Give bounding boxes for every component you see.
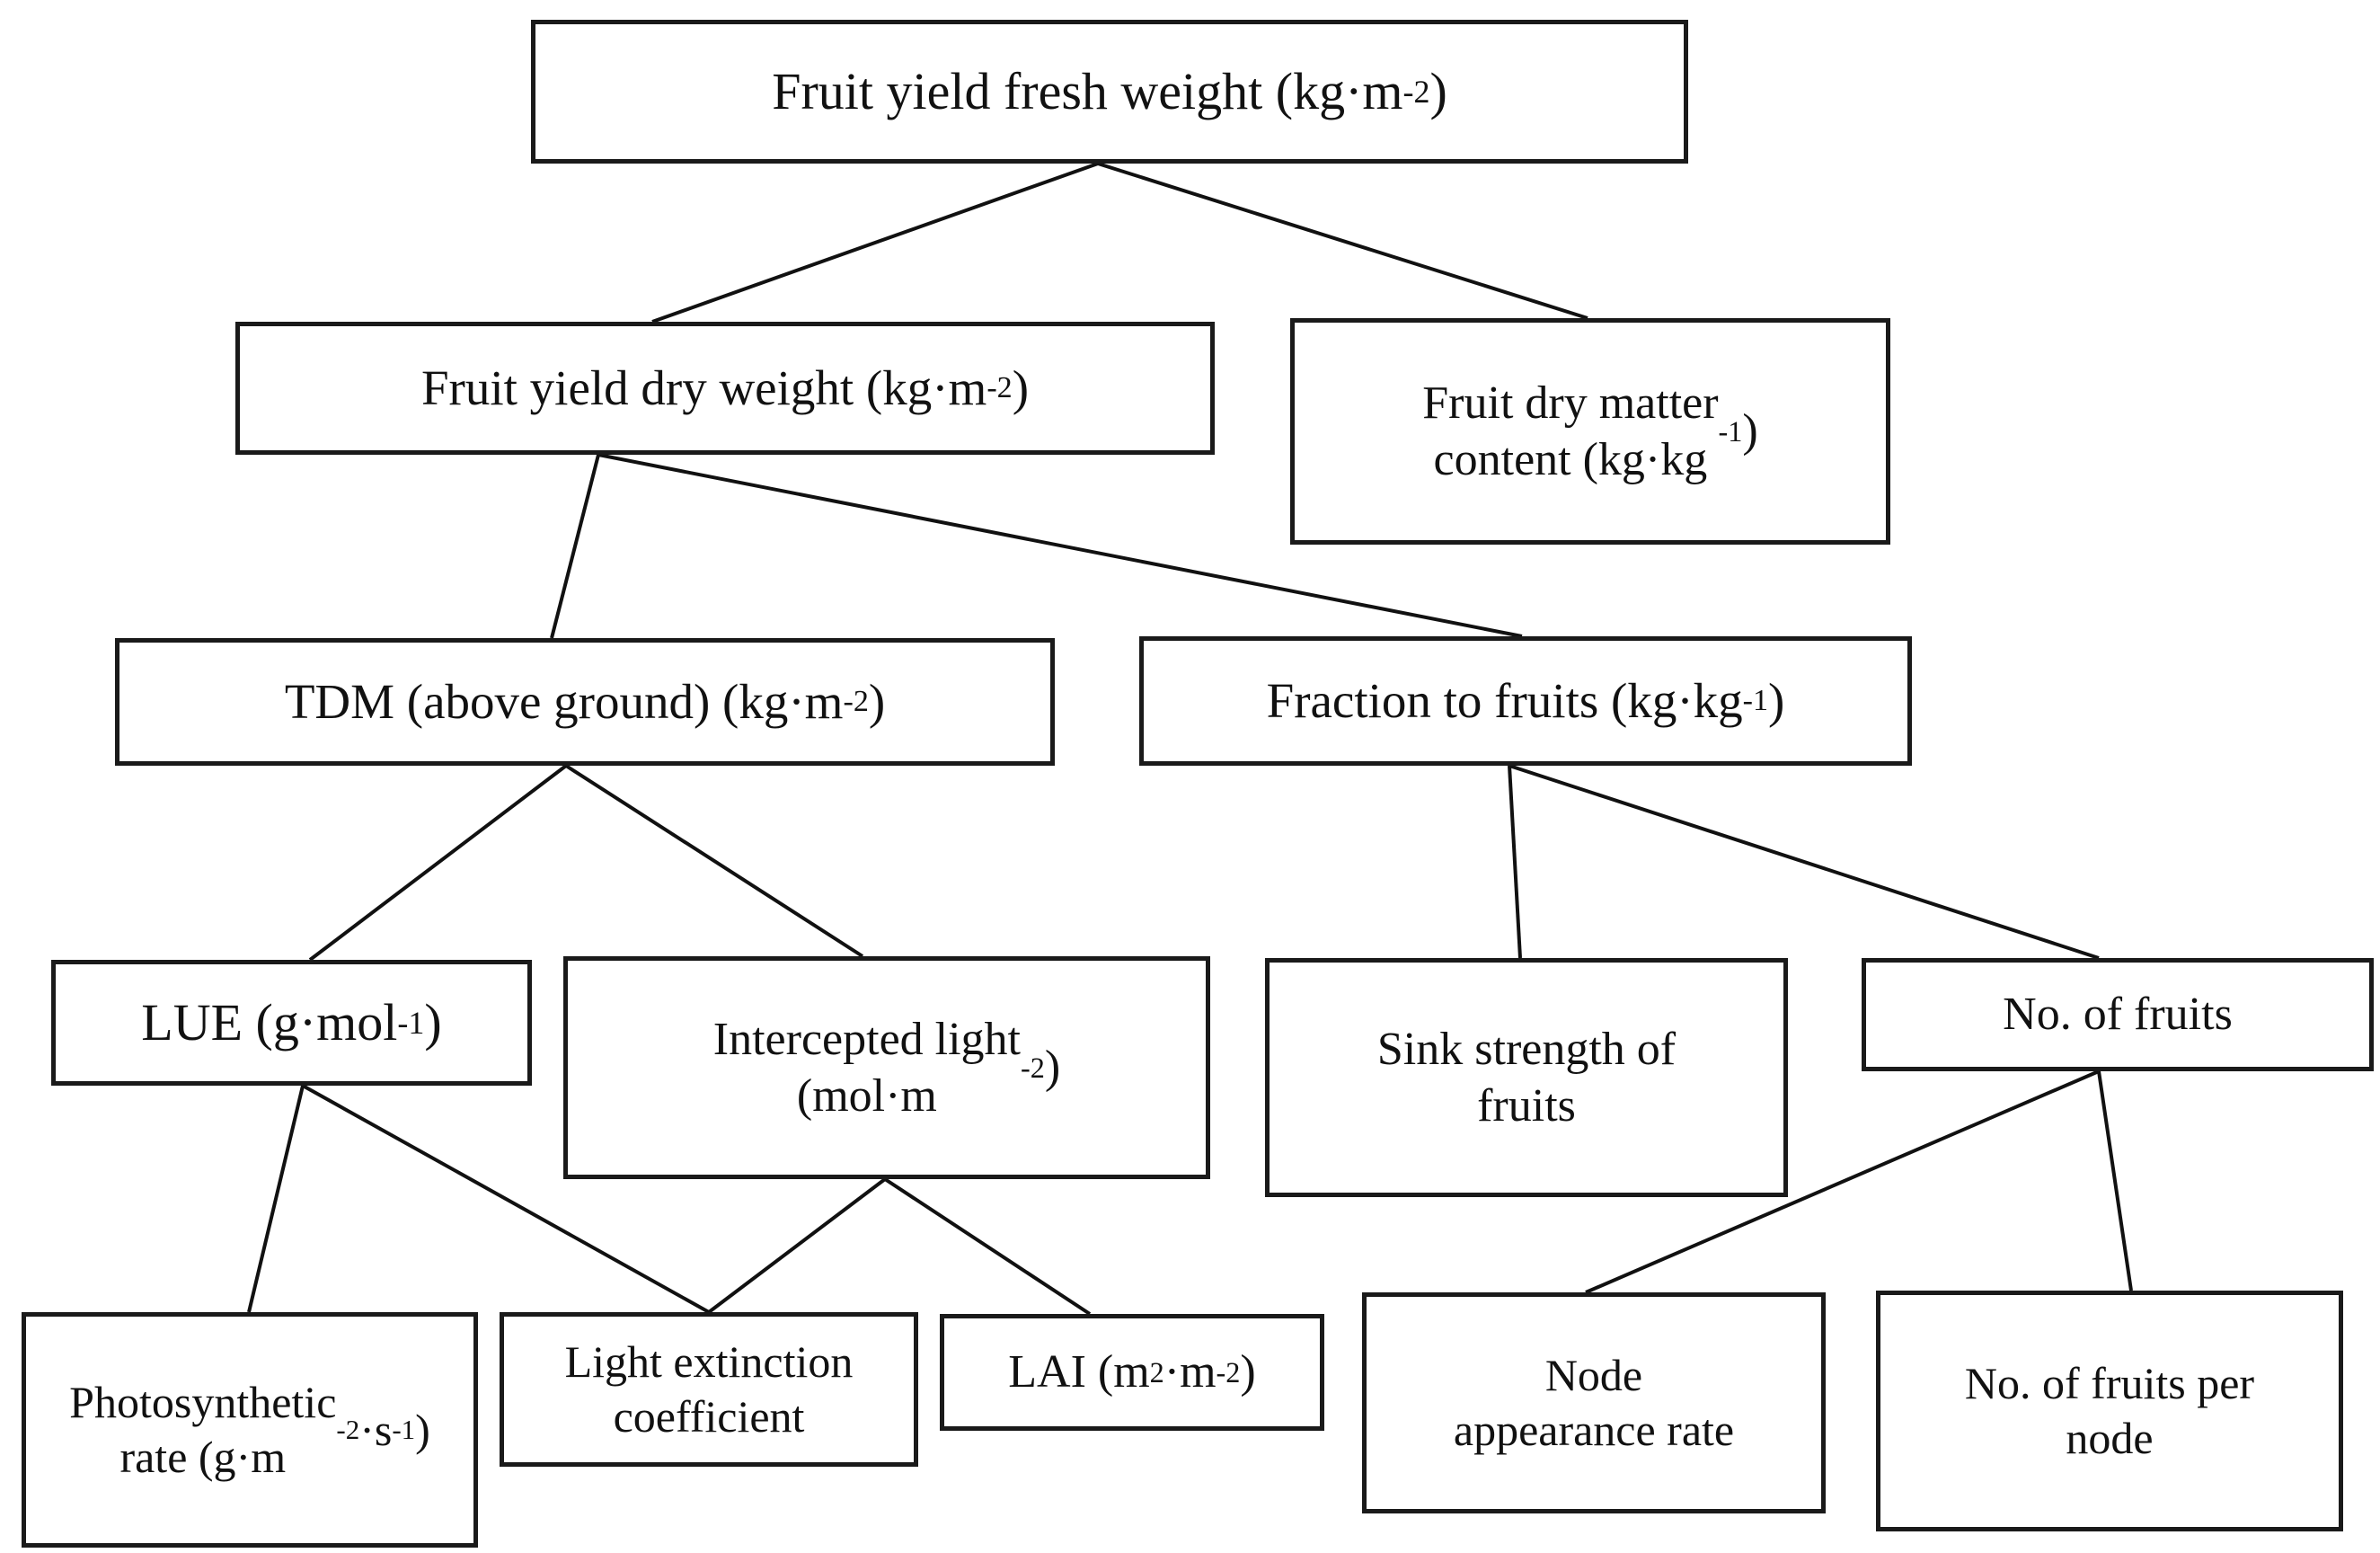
node-label: Intercepted light (mol·m [712, 1013, 1021, 1122]
node-label: Light extinction coefficient [564, 1336, 854, 1442]
node-label: Fraction to fruits (kg·kg [1266, 673, 1743, 729]
edge-fraction-to-fruits-to-sink-strength-of-fruits [1508, 765, 1522, 959]
node-label: Node appearance rate [1453, 1350, 1735, 1455]
node-fruit-dry-matter-content: Fruit dry matter content (kg·kg-1) [1290, 318, 1890, 545]
node-node-appearance-rate: Node appearance rate [1362, 1292, 1826, 1513]
node-label-tail: ) [424, 992, 442, 1052]
node-light-extinction-coefficient: Light extinction coefficient [500, 1312, 918, 1467]
node-label: Sink strength of fruits [1376, 1023, 1677, 1131]
node-fraction-to-fruits: Fraction to fruits (kg·kg-1) [1139, 636, 1912, 766]
node-no-of-fruits-per-node: No. of fruits per node [1876, 1291, 2343, 1531]
node-label: No. of fruits per node [1964, 1358, 2255, 1463]
node-fruit-yield-fresh-weight: Fruit yield fresh weight (kg·m-2) [531, 20, 1688, 164]
node-label: Fruit yield fresh weight (kg·m [772, 61, 1403, 120]
edge-lue-to-photosynthetic-rate [247, 1085, 305, 1313]
node-sink-strength-of-fruits: Sink strength of fruits [1265, 958, 1788, 1197]
node-label: No. of fruits [2003, 989, 2233, 1041]
node-label: TDM (above ground) (kg·m [284, 674, 844, 730]
edge-no-of-fruits-to-no-of-fruits-per-node [2097, 1070, 2133, 1291]
edge-fruit-yield-fresh-weight-to-fruit-yield-dry-weight [651, 162, 1099, 324]
node-label-mid: ·m [1163, 1346, 1217, 1398]
node-label-tail: ) [1044, 1042, 1061, 1094]
node-no-of-fruits: No. of fruits [1862, 958, 2374, 1071]
edge-tdm-above-ground-to-lue [308, 764, 568, 962]
node-photosynthetic-rate: Photosynthetic rate (g·m-2·s-1) [22, 1312, 478, 1548]
edge-intercepted-light-to-light-extinction-coefficient [707, 1177, 887, 1314]
node-label-tail: ) [1768, 673, 1785, 729]
node-label-mid: ·s [359, 1404, 393, 1455]
node-lue: LUE (g·mol-1) [51, 960, 532, 1086]
node-label: Fruit dry matter content (kg·kg [1422, 377, 1719, 485]
node-label-tail: ) [1240, 1346, 1256, 1398]
node-label-tail: ) [868, 674, 886, 730]
node-label-tail: ) [415, 1404, 430, 1455]
edge-fruit-yield-fresh-weight-to-fruit-dry-matter-content [1097, 162, 1588, 320]
edge-fruit-yield-dry-weight-to-tdm-above-ground [550, 454, 600, 639]
node-tdm-above-ground: TDM (above ground) (kg·m-2) [115, 638, 1055, 766]
edge-tdm-above-ground-to-intercepted-light [564, 764, 864, 958]
node-label-tail: ) [1012, 360, 1030, 416]
node-label: Photosynthetic rate (g·m [69, 1377, 337, 1482]
edge-fraction-to-fruits-to-no-of-fruits [1509, 764, 2100, 960]
edge-intercepted-light-to-lai [883, 1177, 1092, 1316]
node-fruit-yield-dry-weight: Fruit yield dry weight (kg·m-2) [235, 322, 1215, 455]
node-label: Fruit yield dry weight (kg·m [420, 360, 987, 416]
node-intercepted-light: Intercepted light (mol·m-2) [563, 956, 1210, 1179]
node-label-tail: ) [1429, 61, 1447, 120]
node-label: LUE (g·mol [141, 992, 398, 1052]
node-label-tail: ) [1742, 405, 1758, 457]
node-label: LAI (m [1008, 1346, 1150, 1398]
